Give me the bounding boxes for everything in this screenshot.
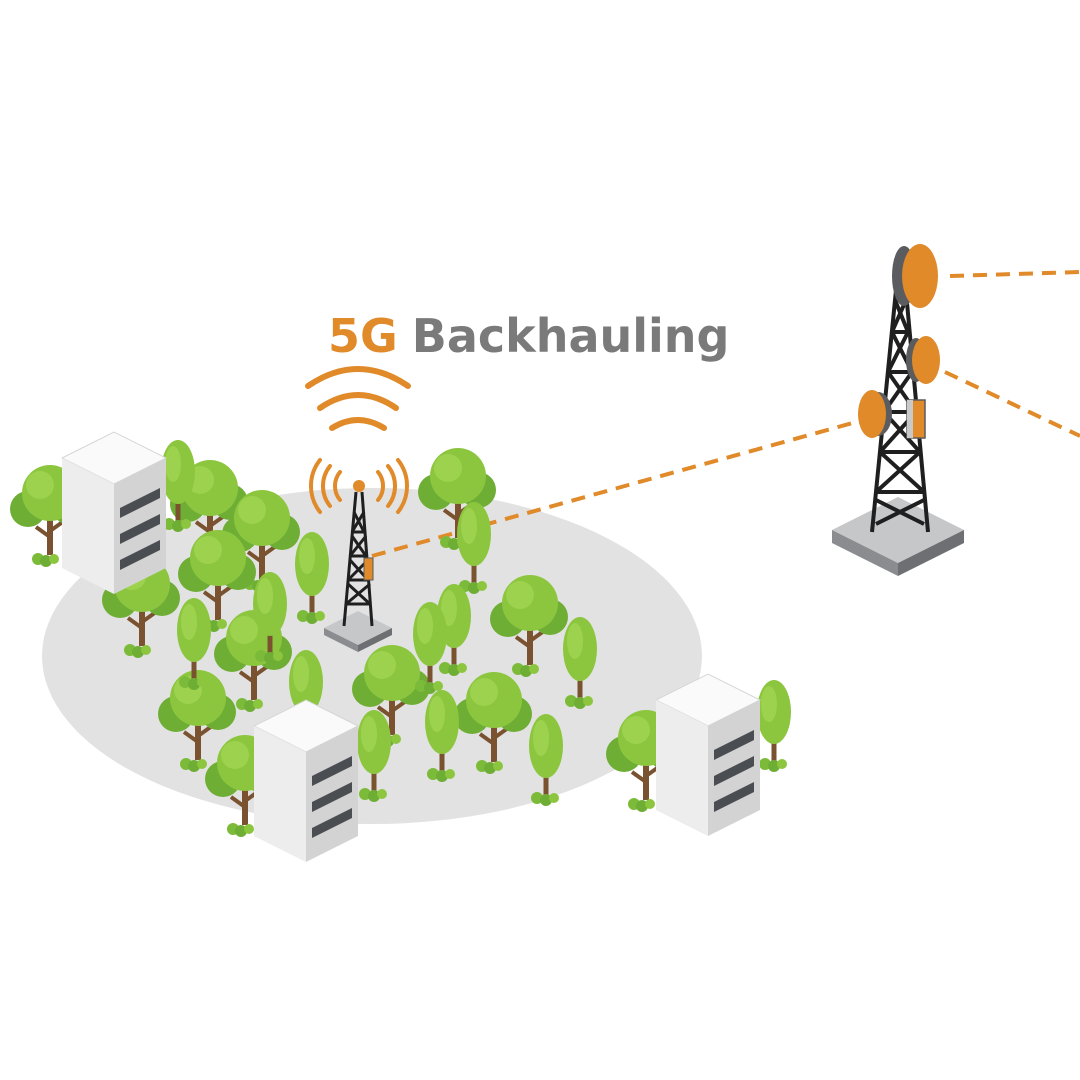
- signal-waves-icon: [305, 366, 411, 431]
- link-small-to-relay: [371, 420, 857, 558]
- backhaul-links: [371, 270, 1080, 558]
- signal-waves-icon: [309, 458, 409, 514]
- link-relay-out-right: [944, 370, 1080, 438]
- link-relay-out-top: [949, 270, 1080, 278]
- title-main: Backhauling: [412, 309, 730, 363]
- cell-tower-icon: [324, 480, 392, 652]
- microwave-relay-tower-icon: [832, 244, 964, 576]
- diagram-title: 5G Backhauling: [328, 309, 729, 363]
- title-accent: 5G: [328, 309, 398, 363]
